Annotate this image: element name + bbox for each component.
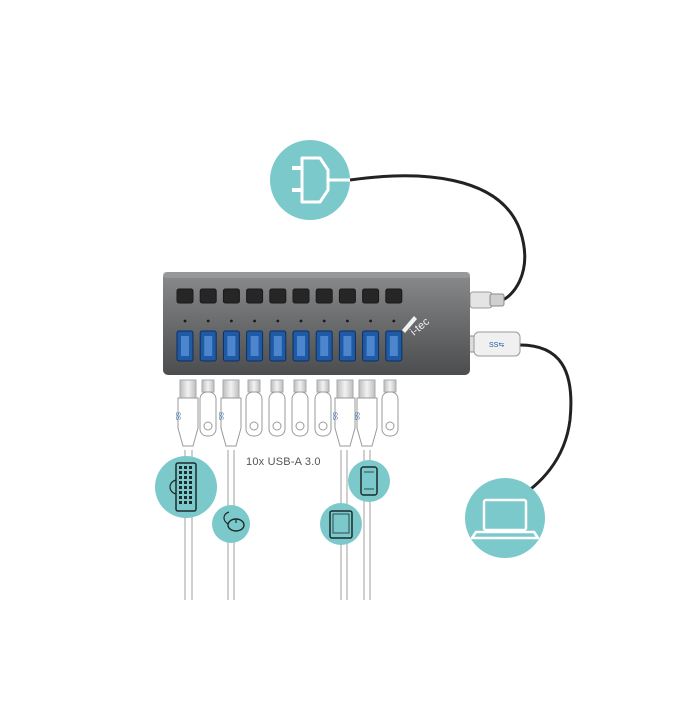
port-switch-3 xyxy=(222,288,240,304)
usb-port-contact xyxy=(273,336,282,356)
usb-ss-logo: SS xyxy=(174,412,180,420)
flash-drive xyxy=(314,379,332,437)
port-switch-2 xyxy=(199,288,217,304)
port-switch-4 xyxy=(246,288,264,304)
port-led-6 xyxy=(299,319,303,323)
port-led-9 xyxy=(369,319,372,323)
usb-port-contact xyxy=(181,336,189,356)
usb-hub: i-tec xyxy=(163,272,470,375)
usb-port-contact xyxy=(227,336,236,356)
usb-ports xyxy=(176,330,403,362)
port-led-2 xyxy=(206,319,210,323)
upstream-cable xyxy=(514,343,573,502)
port-led-1 xyxy=(183,319,187,323)
power-plug-icon xyxy=(270,140,350,220)
usb-ss-logo: SS⇆ xyxy=(489,342,504,349)
port-caption: 10x USB-A 3.0 xyxy=(246,456,321,468)
port-switch-1 xyxy=(176,288,194,304)
usb-ss-logo: SS xyxy=(331,412,337,420)
usb-port-contact xyxy=(389,336,398,356)
tablet-icon xyxy=(320,503,362,545)
port-switch-9 xyxy=(362,288,380,304)
flash-drive xyxy=(381,379,399,437)
flash-drive xyxy=(199,379,217,437)
port-switch-7 xyxy=(315,288,333,304)
usb-a-plug: SS xyxy=(174,379,199,447)
flash-drive xyxy=(245,379,263,437)
usb-port-contact xyxy=(343,336,352,356)
laptop-icon xyxy=(465,478,545,558)
usb-port-contact xyxy=(297,336,305,356)
usb-a-plug: SS xyxy=(217,379,242,447)
usb-a-plug: SS xyxy=(353,379,378,447)
usb-a-plug: SS xyxy=(331,379,356,447)
port-switch-6 xyxy=(292,288,310,304)
port-switch-8 xyxy=(338,288,356,304)
usb-port-contact xyxy=(204,336,213,356)
port-led-3 xyxy=(230,319,233,323)
usb-plugs: SS SS SS SS xyxy=(174,379,399,447)
usb-port-contact xyxy=(320,336,329,356)
usb-port-contact xyxy=(250,336,259,356)
usb-b-plug: SS⇆ xyxy=(461,331,521,357)
usb-port-contact xyxy=(366,336,375,356)
flash-drive xyxy=(268,379,286,437)
port-led-4 xyxy=(253,319,256,323)
power-cable xyxy=(349,174,527,302)
port-switches xyxy=(176,288,403,323)
port-switch-5 xyxy=(269,288,287,304)
port-led-10 xyxy=(392,319,396,323)
port-switch-10 xyxy=(385,288,403,304)
port-led-8 xyxy=(346,319,349,323)
usb-ss-logo: SS xyxy=(353,412,359,420)
keyboard-icon xyxy=(155,456,217,518)
flash-drive xyxy=(291,379,309,437)
smartphone-icon xyxy=(348,460,390,502)
port-led-5 xyxy=(276,319,280,323)
port-led-7 xyxy=(322,319,326,323)
usb-ss-logo: SS xyxy=(217,412,223,420)
mouse-icon xyxy=(212,505,250,543)
